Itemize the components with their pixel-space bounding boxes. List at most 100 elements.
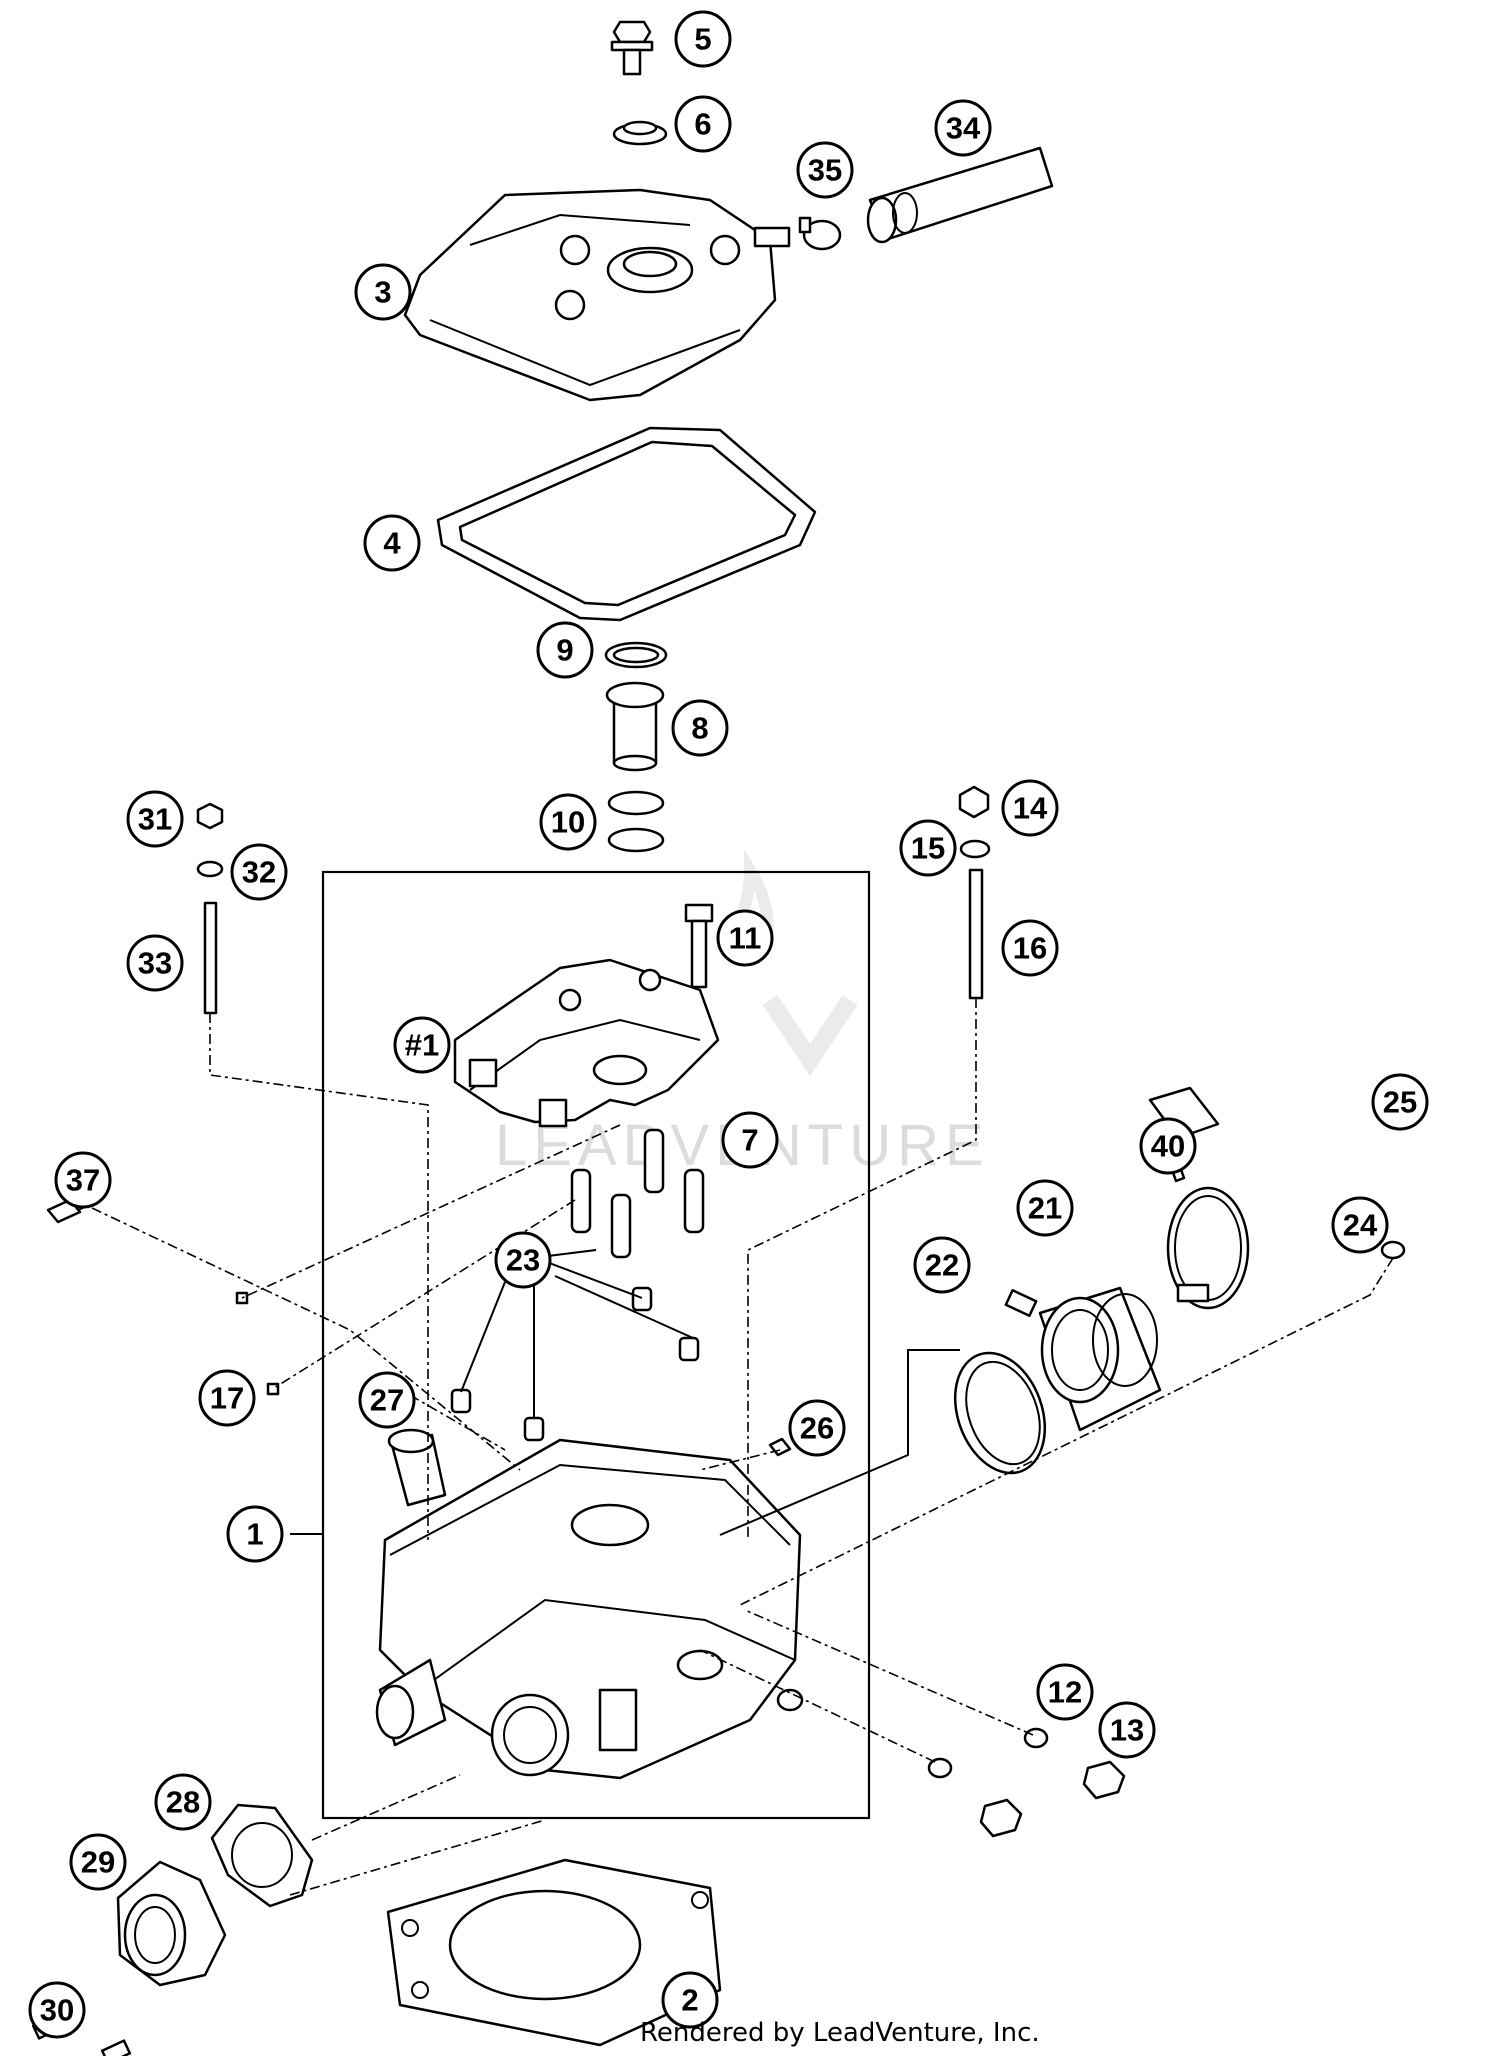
- svg-text:1: 1: [246, 1517, 263, 1552]
- svg-text:6: 6: [694, 107, 711, 142]
- svg-text:29: 29: [81, 1845, 115, 1880]
- plug-part-26: [768, 1437, 792, 1457]
- svg-text:25: 25: [1383, 1085, 1417, 1120]
- valve-cover-part-3: [403, 188, 791, 402]
- o-ring-part-9: [604, 641, 668, 669]
- callout-10: 10: [539, 793, 597, 851]
- callout-4: 4: [363, 514, 421, 572]
- intake-boot-part-21: [1038, 1286, 1162, 1432]
- nut-part-14: [958, 785, 990, 819]
- manifold-gasket-part-28: [210, 1803, 314, 1908]
- callout-33: 33: [126, 934, 184, 992]
- svg-text:9: 9: [556, 633, 573, 668]
- svg-text:14: 14: [1013, 791, 1048, 826]
- callout-37: 37: [54, 1151, 112, 1209]
- svg-text:#1: #1: [405, 1028, 439, 1063]
- svg-text:21: 21: [1028, 1191, 1062, 1226]
- svg-text:13: 13: [1110, 1713, 1144, 1748]
- callout-27: 27: [358, 1371, 416, 1429]
- callout-16: 16: [1001, 919, 1059, 977]
- svg-text:12: 12: [1048, 1675, 1082, 1710]
- svg-text:27: 27: [370, 1383, 404, 1418]
- callout-14: 14: [1001, 779, 1059, 837]
- svg-text:11: 11: [729, 921, 762, 956]
- svg-text:34: 34: [946, 111, 981, 146]
- callout-34: 34: [934, 99, 992, 157]
- svg-text:3: 3: [374, 275, 391, 310]
- plug-part-17b: [266, 1382, 280, 1396]
- stud-part-16: [968, 868, 984, 1000]
- callout-11: 11: [716, 909, 774, 967]
- callout-31: 31: [126, 790, 184, 848]
- plug-part-13b: [979, 1798, 1023, 1838]
- stud-part-33: [203, 901, 218, 1015]
- hose-clamp-part-22: [953, 1289, 1047, 1475]
- breather-hose-part-34: [866, 146, 1054, 244]
- callout-24: 24: [1331, 1196, 1389, 1254]
- plug-part-13: [1082, 1760, 1126, 1800]
- head-gasket-part-2: [386, 1858, 722, 2047]
- callout-6: 6: [674, 95, 732, 153]
- svg-text:22: 22: [925, 1248, 959, 1283]
- hose-clamp-part-35: [798, 216, 842, 251]
- svg-text:26: 26: [800, 1411, 834, 1446]
- bolt-part-30b: [100, 2039, 132, 2056]
- dowel-pins-part-23: [450, 1286, 700, 1442]
- leader-lines: [91, 998, 1394, 1896]
- callout-23: 23: [494, 1231, 552, 1289]
- nut-part-31: [196, 802, 224, 830]
- svg-text:5: 5: [694, 22, 711, 57]
- svg-text:24: 24: [1343, 1208, 1378, 1243]
- svg-text:32: 32: [242, 855, 276, 890]
- svg-text:37: 37: [66, 1163, 100, 1198]
- seal-part-12b: [927, 1757, 953, 1779]
- svg-text:17: 17: [210, 1381, 244, 1416]
- callout-3: 3: [354, 263, 412, 321]
- svg-text:31: 31: [138, 802, 172, 837]
- callout-40: 40: [1139, 1117, 1197, 1175]
- callout-29: 29: [69, 1833, 127, 1891]
- svg-text:30: 30: [40, 1993, 74, 2028]
- svg-text:2: 2: [681, 1983, 698, 2018]
- callout-1: 1: [226, 1505, 284, 1563]
- svg-text:7: 7: [741, 1123, 758, 1158]
- callout-5: 5: [674, 10, 732, 68]
- camshaft-bridge-part-1-sub: [453, 958, 720, 1128]
- o-ring-part-24: [1380, 1240, 1406, 1260]
- valve-cover-gasket-part-4: [436, 426, 817, 622]
- svg-text:10: 10: [551, 805, 585, 840]
- washer-part-15: [959, 839, 991, 859]
- svg-text:35: 35: [808, 153, 842, 188]
- washer-part-32: [196, 860, 224, 878]
- seal-part-12: [1023, 1727, 1049, 1749]
- svg-text:40: 40: [1151, 1129, 1185, 1164]
- callout-2: 2: [661, 1971, 719, 2029]
- rendered-by-credit: Rendered by LeadVenture, Inc.: [640, 2018, 1040, 2048]
- callout-7: 7: [721, 1111, 779, 1169]
- bolt-part-5: [610, 20, 654, 76]
- callout-12: 12: [1036, 1663, 1094, 1721]
- callout-30: 30: [28, 1981, 86, 2039]
- grommet-part-6: [612, 120, 668, 146]
- svg-text:15: 15: [911, 831, 945, 866]
- callout-9: 9: [536, 621, 594, 679]
- cylinder-head-part-1: [375, 1438, 804, 1780]
- callout-25: 25: [1371, 1073, 1429, 1131]
- exhaust-flange-part-29: [116, 1860, 227, 1987]
- svg-text:33: 33: [138, 946, 172, 981]
- callout-21: 21: [1016, 1179, 1074, 1237]
- svg-text:16: 16: [1013, 931, 1047, 966]
- water-fitting-part-27: [387, 1428, 447, 1507]
- callout-26: 26: [788, 1399, 846, 1457]
- callout-17: 17: [198, 1369, 256, 1427]
- svg-text:23: 23: [506, 1243, 540, 1278]
- callout-28: 28: [154, 1773, 212, 1831]
- bolt-part-11: [684, 903, 714, 989]
- spark-plug-tube-part-8: [605, 681, 665, 772]
- callout-35: 35: [796, 141, 854, 199]
- svg-text:4: 4: [383, 526, 401, 561]
- clamp-part-40: [1166, 1186, 1250, 1310]
- callout-13: 13: [1098, 1701, 1156, 1759]
- callout-32: 32: [230, 843, 288, 901]
